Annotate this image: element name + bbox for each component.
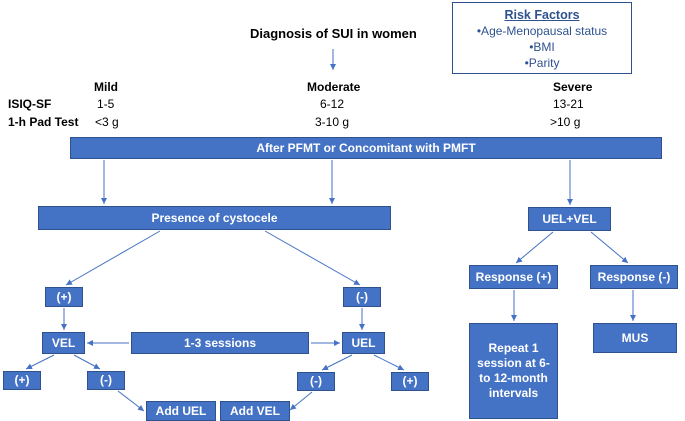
arrow-uel-vel-to-response-positive [515,231,554,264]
arrow-cystocele-to-positive [65,230,161,286]
arrow-uel-vel-to-response-negative [590,231,629,264]
column-moderate: Moderate [307,80,361,94]
banner-after-pfmt: After PFMT or Concomitant with PMFT [70,137,662,159]
arrow-negative-to-add-uel [117,390,145,412]
box-repeat-session: Repeat 1 session at 6-to 12-month interv… [469,323,558,419]
box-vel: VEL [42,332,85,354]
isiq-moderate-value: 6-12 [320,97,345,111]
box-uel-positive: (+) [391,372,429,391]
box-uel-negative: (-) [297,372,335,391]
column-mild: Mild [94,80,118,94]
arrow-vel-to-positive [25,354,55,370]
risk-factor-bmi: •BMI [529,40,555,54]
box-cystocele-positive: (+) [45,287,83,307]
arrow-vel-to-negative [73,354,101,370]
box-response-negative: Response (-) [590,265,678,289]
risk-factor-parity: •Parity [524,56,560,70]
pad-mild-value: <3 g [95,115,119,129]
pad-moderate-value: 3-10 g [315,115,350,129]
box-mus: MUS [593,323,677,353]
box-add-uel: Add UEL [146,401,216,421]
box-uel: UEL [342,332,385,354]
box-add-vel: Add VEL [220,401,290,421]
box-1-3-sessions: 1-3 sessions [131,332,309,354]
box-cystocele-negative: (-) [343,287,381,307]
box-vel-negative: (-) [87,371,125,390]
row-label-pad-test: 1-h Pad Test [8,115,79,129]
row-label-isiq-sf: ISIQ-SF [8,97,52,111]
risk-factors-title: Risk Factors [504,8,580,22]
arrow-uel-to-positive [373,354,405,371]
box-vel-positive: (+) [3,371,41,390]
diagram-title: Diagnosis of SUI in women [250,26,417,41]
box-uel-vel: UEL+VEL [528,207,611,231]
pad-severe-value: >10 g [550,115,581,129]
risk-factor-age: •Age-Menopausal status [476,24,608,38]
arrow-uel-to-negative [321,354,353,371]
arrow-cystocele-to-negative [264,230,361,286]
box-response-positive: Response (+) [469,265,558,289]
risk-factors-box: Risk Factors •Age-Menopausal status •BMI… [452,2,632,74]
isiq-mild-value: 1-5 [97,97,115,111]
box-presence-of-cystocele: Presence of cystocele [38,206,391,230]
column-severe: Severe [553,80,593,94]
isiq-severe-value: 13-21 [553,97,584,111]
arrow-negative-to-add-vel [289,391,313,411]
